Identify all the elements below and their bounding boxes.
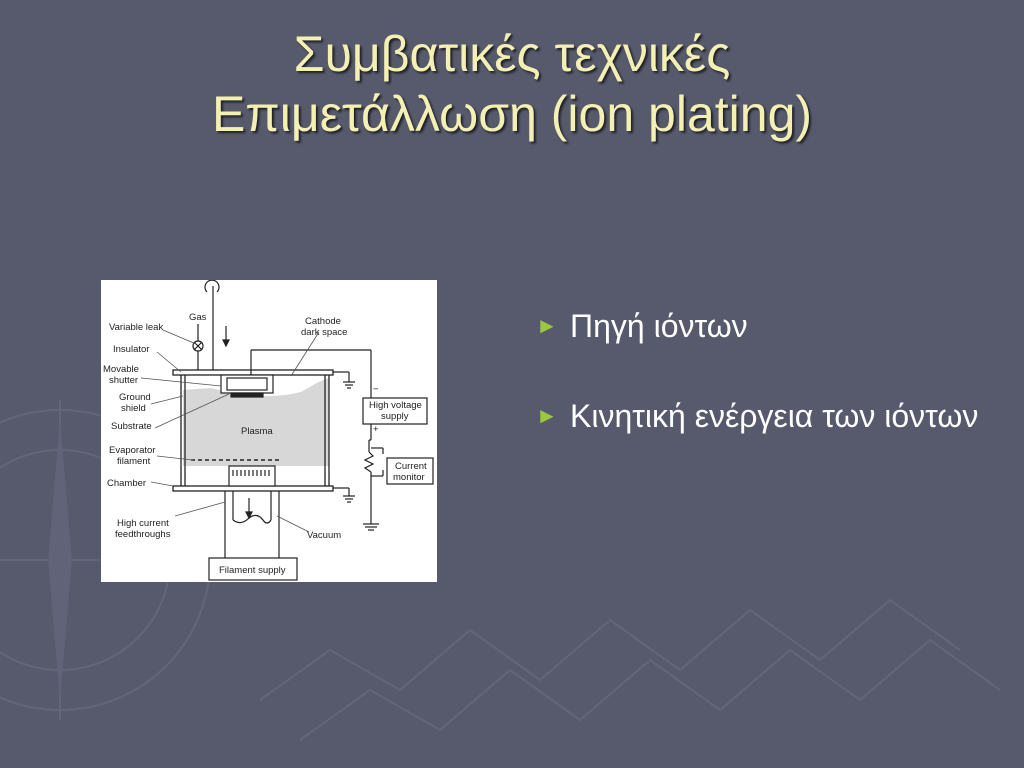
- label-high-voltage-1: High voltage: [369, 400, 422, 411]
- ground-symbol-bottom: [333, 487, 355, 503]
- label-cathode-dark-space-2: dark space: [301, 327, 347, 338]
- title-line-2: Επιμετάλλωση (ion plating): [211, 86, 813, 142]
- label-chamber: Chamber: [107, 478, 146, 489]
- cathode-holder: [220, 349, 372, 398]
- label-movable-shutter-2: shutter: [109, 375, 138, 386]
- feedthroughs: [224, 491, 280, 560]
- label-high-current-2: feedthroughs: [115, 529, 171, 540]
- label-substrate: Substrate: [111, 421, 152, 432]
- bullet-text: Κινητική ενέργεια των ιόντων: [570, 398, 979, 434]
- label-high-voltage-2: supply: [381, 411, 409, 422]
- current-monitor-box: [386, 457, 434, 485]
- slide-title: Συμβατικές τεχνικές Επιμετάλλωση (ion pl…: [0, 24, 1024, 144]
- ground-symbol-top: [333, 371, 355, 389]
- label-evaporator-filament-1: Evaporator: [109, 445, 155, 456]
- label-minus: −: [373, 384, 379, 395]
- bullet-item-ion-source: ► Πηγή ιόντων: [536, 306, 1006, 346]
- label-ground-shield-2: shield: [121, 403, 146, 414]
- label-gas: Gas: [189, 312, 207, 323]
- bullet-item-kinetic-energy: ► Κινητική ενέργεια των ιόντων: [536, 396, 1006, 436]
- label-movable-shutter-1: Movable: [103, 364, 139, 375]
- ion-plating-diagram: Gas Variable leak Insulator Movable shut…: [101, 280, 437, 582]
- label-ground-shield-1: Ground: [119, 392, 151, 403]
- label-current-monitor-2: monitor: [393, 472, 425, 483]
- high-voltage-box: [362, 397, 428, 425]
- label-current-monitor-1: Current: [395, 461, 427, 472]
- evaporator-filament: [228, 465, 276, 487]
- leader-lines: [140, 329, 320, 533]
- title-line-1: Συμβατικές τεχνικές: [293, 26, 731, 82]
- filament-supply-box: [208, 557, 298, 581]
- bullet-text: Πηγή ιόντων: [570, 308, 748, 344]
- label-evaporator-filament-2: filament: [117, 456, 151, 467]
- gas-inlet: [192, 280, 230, 370]
- label-insulator: Insulator: [113, 344, 149, 355]
- label-vacuum: Vacuum: [307, 530, 341, 541]
- label-plasma: Plasma: [241, 426, 273, 437]
- label-cathode-dark-space-1: Cathode: [305, 316, 341, 327]
- current-monitor-circuit: [363, 424, 384, 531]
- ion-plating-schematic: Gas Variable leak Insulator Movable shut…: [103, 280, 434, 581]
- triangle-bullet-icon: ►: [536, 403, 558, 428]
- triangle-bullet-icon: ►: [536, 313, 558, 338]
- label-high-current-1: High current: [117, 518, 169, 529]
- label-variable-leak: Variable leak: [109, 322, 163, 333]
- plasma-region: [183, 378, 329, 466]
- bullet-list: ► Πηγή ιόντων ► Κινητική ενέργεια των ιό…: [536, 306, 1006, 486]
- label-plus: +: [373, 424, 379, 435]
- label-filament-supply: Filament supply: [219, 565, 286, 576]
